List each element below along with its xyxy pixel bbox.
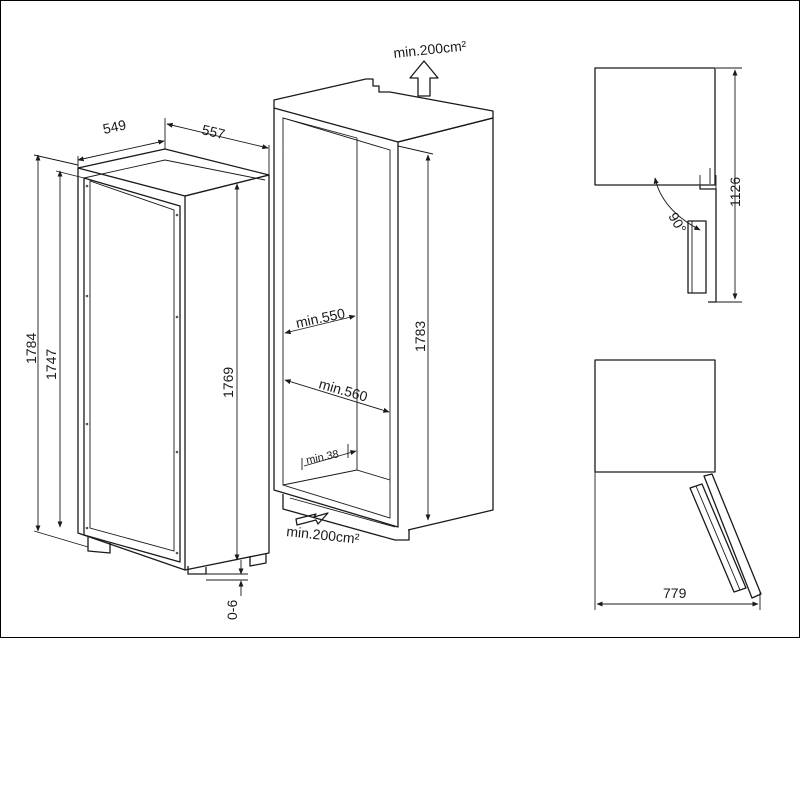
niche-view: min.200cm² min.200cm² min.550 min.560 mi… bbox=[273, 37, 494, 547]
label-niche-height-1783: 1783 bbox=[412, 321, 428, 352]
label-depth-557: 557 bbox=[200, 121, 227, 142]
label-niche-base-38: min.38 bbox=[305, 448, 340, 467]
label-niche-width-560: min.560 bbox=[317, 376, 369, 405]
side-view-bottom: 779 bbox=[594, 359, 762, 610]
drawing-frame bbox=[0, 0, 800, 638]
vent-arrow-top bbox=[409, 60, 439, 97]
label-depth-779: 779 bbox=[663, 585, 687, 601]
vent-arrow-bottom bbox=[295, 512, 329, 526]
side-view-top: 90° 1126 bbox=[594, 67, 743, 303]
label-width-549: 549 bbox=[101, 116, 127, 137]
label-body-height-1769: 1769 bbox=[220, 367, 236, 398]
label-door-height-1747: 1747 bbox=[43, 349, 59, 380]
label-vent-bottom: min.200cm² bbox=[286, 523, 361, 547]
label-vent-top: min.200cm² bbox=[393, 37, 468, 61]
label-height-1784: 1784 bbox=[23, 333, 39, 364]
label-niche-depth-550: min.550 bbox=[294, 305, 346, 331]
label-height-1126: 1126 bbox=[727, 177, 743, 207]
label-feet-0-6: 0-6 bbox=[224, 600, 240, 620]
appliance-front-view: 549 557 1784 1747 1769 0-6 bbox=[23, 116, 270, 620]
label-angle-90: 90° bbox=[665, 210, 689, 236]
